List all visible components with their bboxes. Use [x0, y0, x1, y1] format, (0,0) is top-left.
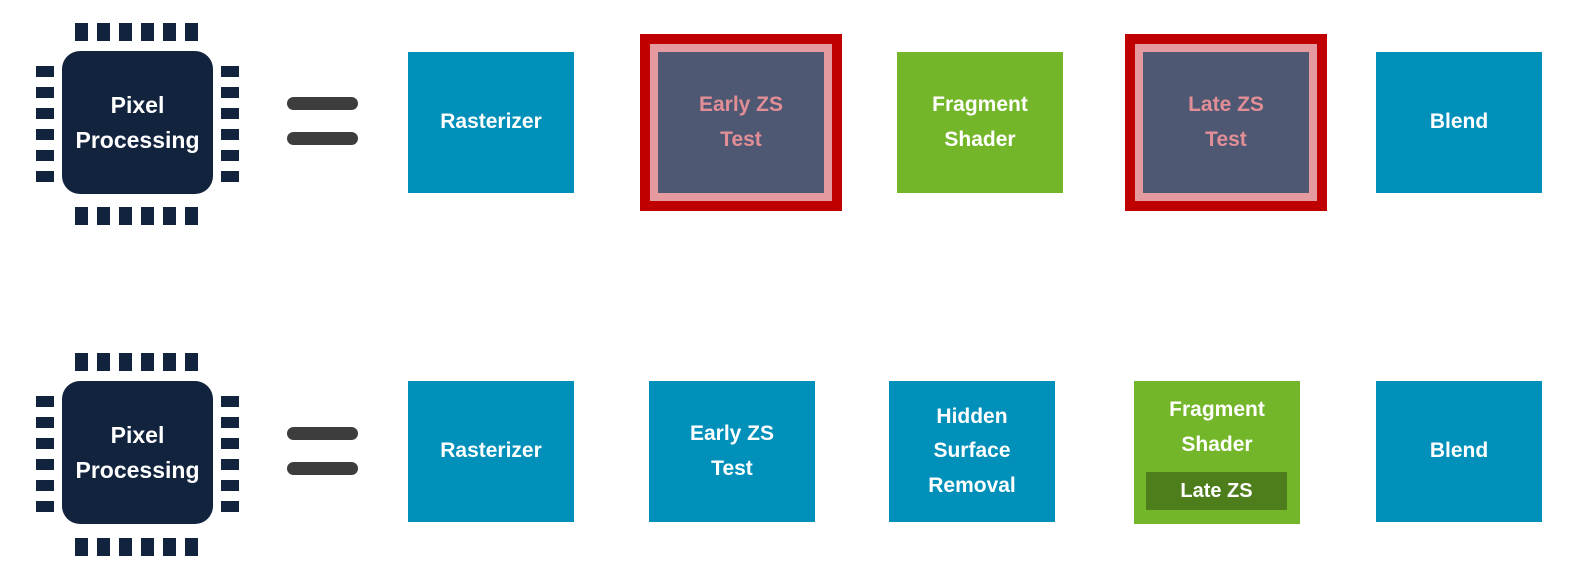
- equals-icon: [287, 97, 358, 145]
- late-zs-pink-border: Late ZS Test: [1135, 44, 1317, 201]
- stage-blend: Blend: [1376, 381, 1542, 522]
- stage-late-zs-test-highlighted: Late ZS Test: [1125, 34, 1327, 211]
- chip-pins-top: [75, 353, 198, 371]
- stage-blend: Blend: [1376, 52, 1542, 193]
- equals-bar-top: [287, 97, 358, 110]
- chip-pins-left: [36, 66, 54, 182]
- equals-bar-bottom: [287, 462, 358, 475]
- chip-pins-right: [221, 66, 239, 182]
- equals-bar-bottom: [287, 132, 358, 145]
- stage-hidden-surface-removal: Hidden Surface Removal: [889, 381, 1055, 522]
- chip-pins-top: [75, 23, 198, 41]
- stage-rasterizer: Rasterizer: [408, 381, 574, 522]
- late-zs-label: Late ZS Test: [1143, 52, 1309, 193]
- early-zs-pink-border: Early ZS Test: [650, 44, 832, 201]
- stage-rasterizer: Rasterizer: [408, 52, 574, 193]
- chip-label: Pixel Processing: [62, 381, 213, 524]
- stage-fragment-shader: Fragment Shader: [897, 52, 1063, 193]
- chip-pins-bottom: [75, 538, 198, 556]
- equals-icon: [287, 427, 358, 475]
- early-zs-label: Early ZS Test: [658, 52, 824, 193]
- fragment-shader-label: Fragment Shader: [1169, 398, 1265, 456]
- chip-pins-right: [221, 396, 239, 512]
- stage-early-zs-test: Early ZS Test: [649, 381, 815, 522]
- equals-bar-top: [287, 427, 358, 440]
- late-zs-badge: Late ZS: [1146, 472, 1287, 510]
- chip-pins-bottom: [75, 207, 198, 225]
- stage-early-zs-test-highlighted: Early ZS Test: [640, 34, 842, 211]
- chip-label: Pixel Processing: [62, 51, 213, 194]
- stage-fragment-shader-with-late-zs: Fragment Shader Late ZS: [1134, 381, 1300, 524]
- chip-pins-left: [36, 396, 54, 512]
